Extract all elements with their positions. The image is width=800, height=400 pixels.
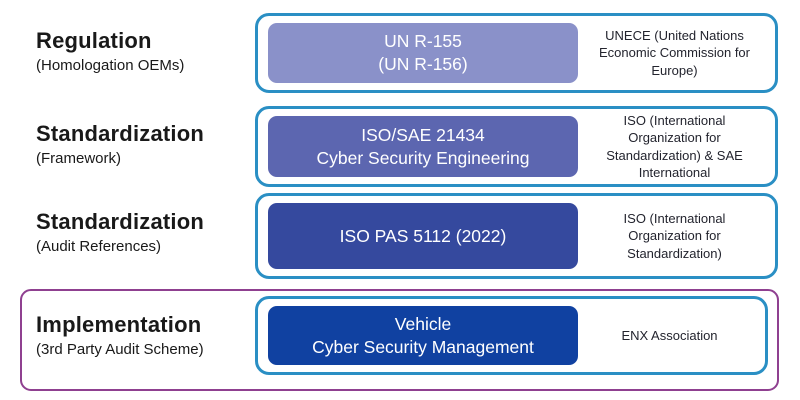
- standard-box-line: Vehicle: [394, 313, 452, 334]
- panel-regulation: UN R-155 (UN R-156) UNECE (United Nation…: [255, 13, 778, 93]
- standard-box-line: UN R-155: [384, 31, 462, 51]
- row-label-title: Implementation: [36, 312, 202, 337]
- org-label-enx: ENX Association: [621, 327, 718, 343]
- row-label-title: Standardization: [36, 121, 205, 146]
- standard-box-un-r155: UN R-155 (UN R-156): [268, 23, 578, 83]
- org-area: ENX Association: [578, 299, 761, 372]
- row-label-subtitle: (Audit References): [36, 238, 162, 255]
- org-area: ISO (International Organization for Stan…: [578, 196, 771, 276]
- standard-box-line: ISO/SAE 21434: [361, 124, 485, 145]
- row-label-title: Standardization: [36, 209, 205, 234]
- standard-box-line: (UN R-156): [378, 54, 468, 74]
- org-area: ISO (International Organization for Stan…: [578, 109, 771, 184]
- row-label-subtitle: (Framework): [36, 150, 121, 167]
- panel-standardization-framework: ISO/SAE 21434 Cyber Security Engineering…: [255, 106, 778, 187]
- standard-box-iso-pas-5112: ISO PAS 5112 (2022): [268, 203, 578, 269]
- panel-implementation: Vehicle Cyber Security Management ENX As…: [255, 296, 768, 375]
- standard-box-iso-sae-21434: ISO/SAE 21434 Cyber Security Engineering: [268, 116, 578, 177]
- row-label-implementation: Implementation (3rd Party Audit Scheme): [36, 312, 204, 360]
- panel-standardization-audit: ISO PAS 5112 (2022) ISO (International O…: [255, 193, 778, 279]
- row-label-regulation: Regulation (Homologation OEMs): [36, 28, 184, 76]
- implementation-highlight-frame: [20, 289, 779, 391]
- row-label-subtitle: (3rd Party Audit Scheme): [36, 341, 204, 358]
- org-label-iso-sae: ISO (International Organization for Stan…: [606, 112, 743, 181]
- org-label-iso: ISO (International Organization for Stan…: [623, 210, 726, 261]
- standard-box-vehicle-csm: Vehicle Cyber Security Management: [268, 306, 578, 365]
- row-label-standardization-audit: Standardization (Audit References): [36, 209, 204, 257]
- standard-box-line: Cyber Security Management: [312, 336, 534, 357]
- row-label-standardization-framework: Standardization (Framework): [36, 121, 204, 169]
- standard-box-line: Cyber Security Engineering: [316, 147, 530, 168]
- standard-box-line: ISO PAS 5112 (2022): [339, 225, 507, 246]
- row-label-subtitle: (Homologation OEMs): [36, 57, 185, 74]
- org-area: UNECE (United Nations Economic Commissio…: [578, 16, 771, 90]
- row-label-title: Regulation: [36, 28, 152, 53]
- org-label-unece: UNECE (United Nations Economic Commissio…: [599, 27, 750, 78]
